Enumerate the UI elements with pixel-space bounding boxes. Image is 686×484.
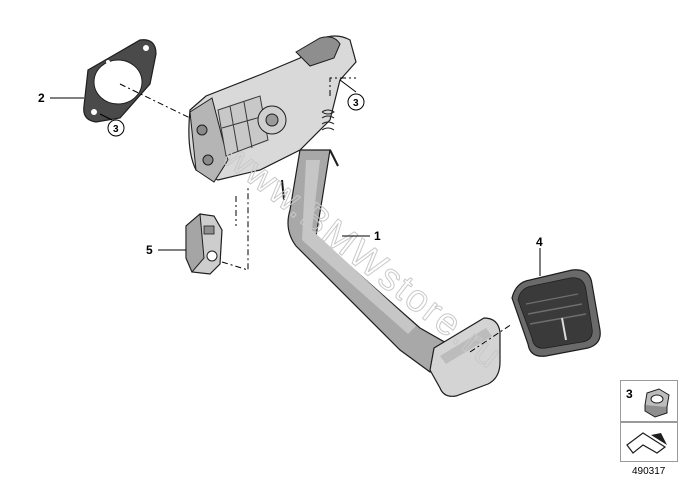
- callout-3-top: 3: [353, 98, 359, 109]
- hex-nut-icon: [644, 388, 670, 418]
- watermark-text: www.BMWstore.ru: [214, 133, 511, 378]
- leader-3-gasket: [99, 113, 113, 121]
- legend-nut-box[interactable]: 3: [620, 380, 678, 422]
- callout-5: 5: [146, 243, 153, 257]
- leader-3-top: [339, 79, 357, 93]
- callout-4: 4: [536, 235, 543, 249]
- legend-arrow-box[interactable]: [620, 422, 678, 462]
- assembly-line-top: [329, 77, 356, 96]
- assembly-line-pad: [469, 323, 513, 353]
- callout-3-circle-gasket: 3: [107, 119, 125, 137]
- holder-part[interactable]: [185, 212, 223, 275]
- callout-1: 1: [374, 229, 381, 243]
- direction-arrow-icon: [626, 432, 667, 454]
- assembly-line-gasket: [119, 83, 191, 119]
- pedal-assembly-part[interactable]: [188, 35, 501, 397]
- pedal-pad-part[interactable]: [511, 269, 601, 357]
- diagram-code: 490317: [632, 466, 666, 477]
- callout-3-gasket: 3: [113, 124, 119, 135]
- callout-2: 2: [38, 91, 45, 105]
- gasket-part[interactable]: [83, 39, 157, 123]
- legend-nut-svg: 3: [626, 387, 670, 418]
- legend-nut-number: 3: [626, 387, 633, 401]
- callout-3-circle-top: 3: [347, 93, 365, 111]
- assembly-line-holder: [221, 188, 249, 271]
